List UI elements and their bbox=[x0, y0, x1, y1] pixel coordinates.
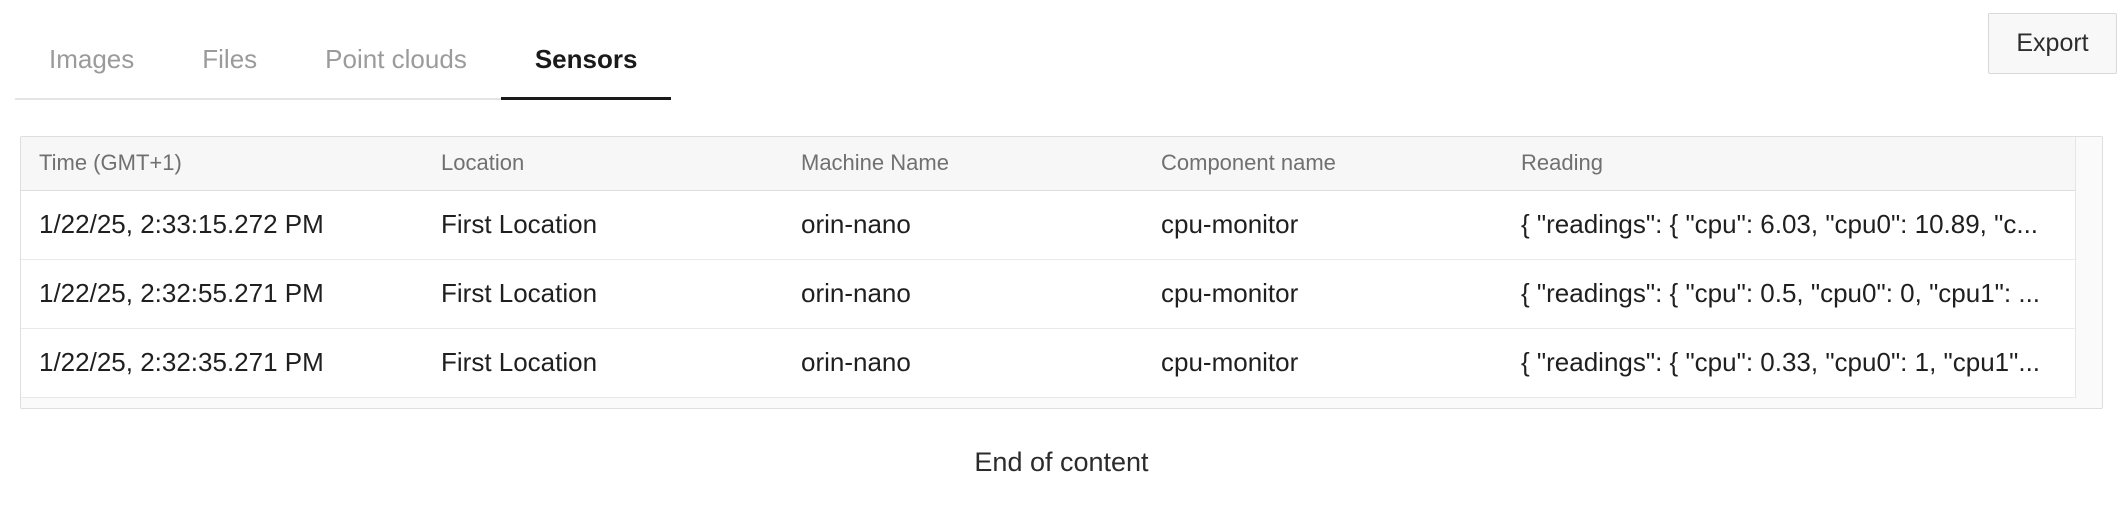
cell-time: 1/22/25, 2:32:35.271 PM bbox=[39, 347, 324, 377]
cell-location: First Location bbox=[441, 209, 598, 239]
column-header-machine-name: Machine Name bbox=[801, 150, 949, 175]
table-header-row: Time (GMT+1) Location Machine Name Compo… bbox=[21, 136, 2102, 191]
end-of-content-label: End of content bbox=[974, 446, 1149, 477]
cell-reading: { "readings": { "cpu": 0.33, "cpu0": 1, … bbox=[1521, 347, 2041, 377]
table-row[interactable]: 1/22/25, 2:32:55.271 PM First Location o… bbox=[21, 259, 2102, 329]
tab-files[interactable]: Files bbox=[202, 44, 258, 74]
cell-component-name: cpu-monitor bbox=[1161, 278, 1299, 308]
cell-machine-name: orin-nano bbox=[801, 347, 911, 377]
cell-machine-name: orin-nano bbox=[801, 209, 911, 239]
vertical-scrollbar[interactable] bbox=[2075, 136, 2102, 398]
column-header-component-name: Component name bbox=[1161, 150, 1336, 175]
cell-reading: { "readings": { "cpu": 0.5, "cpu0": 0, "… bbox=[1521, 278, 2041, 308]
cell-machine-name: orin-nano bbox=[801, 278, 911, 308]
cell-reading: { "readings": { "cpu": 6.03, "cpu0": 10.… bbox=[1521, 209, 2039, 239]
cell-time: 1/22/25, 2:32:55.271 PM bbox=[39, 278, 324, 308]
tab-images[interactable]: Images bbox=[49, 44, 135, 74]
top-bar: Images Files Point clouds Sensors Export bbox=[0, 0, 2128, 100]
table-row[interactable]: 1/22/25, 2:33:15.272 PM First Location o… bbox=[21, 190, 2102, 260]
column-header-reading: Reading bbox=[1521, 150, 1603, 175]
column-header-time: Time (GMT+1) bbox=[39, 150, 182, 175]
cell-component-name: cpu-monitor bbox=[1161, 347, 1299, 377]
table-row[interactable]: 1/22/25, 2:32:35.271 PM First Location o… bbox=[21, 328, 2102, 398]
cell-location: First Location bbox=[441, 347, 598, 377]
horizontal-scrollbar[interactable] bbox=[21, 397, 2102, 408]
tab-bar: Images Files Point clouds Sensors bbox=[15, 28, 672, 100]
tab-point-clouds[interactable]: Point clouds bbox=[325, 44, 467, 74]
tab-sensors[interactable]: Sensors bbox=[500, 28, 672, 100]
column-header-location: Location bbox=[441, 150, 525, 175]
cell-location: First Location bbox=[441, 278, 598, 308]
cell-time: 1/22/25, 2:33:15.272 PM bbox=[39, 209, 324, 239]
cell-component-name: cpu-monitor bbox=[1161, 209, 1299, 239]
export-button[interactable]: Export bbox=[1988, 13, 2117, 74]
sensors-table: Time (GMT+1) Location Machine Name Compo… bbox=[20, 135, 2103, 409]
